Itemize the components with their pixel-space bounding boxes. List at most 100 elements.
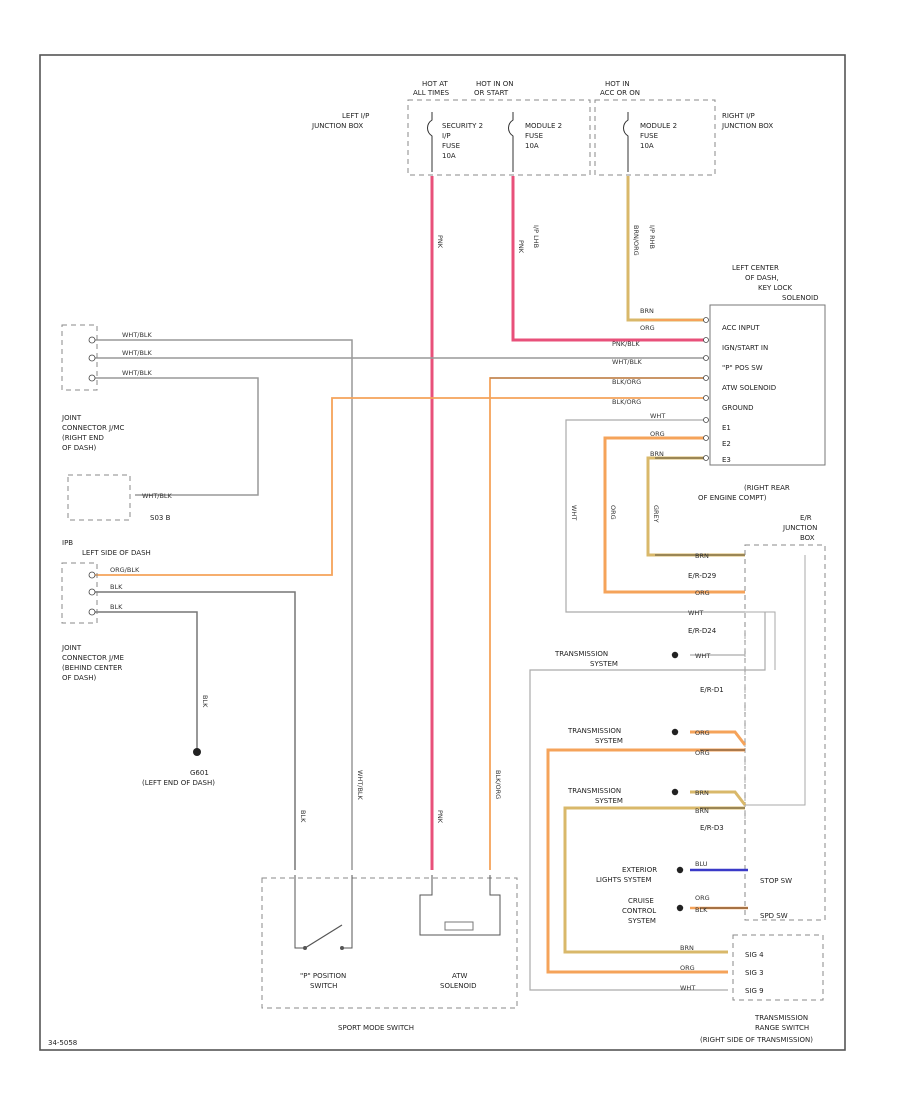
p-switch-label-1: "P" POSITION <box>300 972 346 980</box>
trs-label-2: RANGE SWITCH <box>755 1024 809 1032</box>
hot-on-label: HOT IN ON <box>476 80 514 88</box>
hot-at-label: HOT AT <box>422 80 449 88</box>
er-wire-org: ORG <box>695 589 710 597</box>
kl-wire-brn: BRN <box>640 307 654 315</box>
hot-acc-label-2: ACC OR ON <box>600 89 640 97</box>
vw-blk-org: BLK/ORG <box>494 770 502 799</box>
er-junction-box <box>744 544 826 921</box>
atw-label-1: ATW <box>452 972 468 980</box>
module2-fuse-acc-text-2: FUSE <box>640 132 658 140</box>
key-lock-solenoid-box <box>709 304 826 466</box>
er-wire-brn: BRN <box>695 552 709 560</box>
page-code: 34-5058 <box>48 1039 77 1047</box>
diagram-frame <box>39 54 846 1051</box>
security-fuse-text-1: SECURITY 2 <box>442 122 483 130</box>
module2-fuse-on: MODULE 2 FUSE 10A <box>508 112 562 172</box>
tms2-terminal <box>671 728 679 736</box>
kl-pin-atw: ATW SOLENOID <box>722 384 776 392</box>
kl-pin-e3: E3 <box>722 456 731 464</box>
trs-label-3: (RIGHT SIDE OF TRANSMISSION) <box>700 1036 813 1044</box>
wire-brn-trs-sig4 <box>563 806 745 954</box>
wire-org-trs-sig3 <box>546 748 745 974</box>
cruise-terminal <box>676 904 684 912</box>
jme-location: LEFT SIDE OF DASH <box>82 549 151 557</box>
cruise-wire-blk: BLK <box>695 906 708 914</box>
jmc-wire-2: WHT/BLK <box>122 349 153 357</box>
wire-blk-pswitch <box>90 591 296 870</box>
wire-wht-blk-ppos <box>90 339 353 870</box>
vw-ipr: I/P RHB <box>648 225 656 249</box>
hot-on-label-2: OR START <box>474 89 509 97</box>
security-fuse-text-4: 10A <box>442 152 456 160</box>
security-fuse-text-2: I/P <box>442 132 451 140</box>
tms1-terminal <box>671 651 679 659</box>
trs-pin-sig3: SIG 3 <box>745 969 764 977</box>
hot-at-label-2: ALL TIMES <box>413 89 450 97</box>
kl-pin-ppos: "P" POS SW <box>722 364 763 372</box>
security-fuse-text-3: FUSE <box>442 142 460 150</box>
tms3-label-2: SYSTEM <box>595 797 623 805</box>
vw-grey: GREY <box>652 505 660 523</box>
right-ip-junction-box <box>594 99 716 176</box>
joint-jmc-box <box>61 324 98 391</box>
kl-pin-e1: E1 <box>722 424 731 432</box>
tms3-label-1: TRANSMISSION <box>567 787 621 795</box>
trs-pin-sig9: SIG 9 <box>745 987 764 995</box>
tms2-wire: ORG <box>695 729 710 737</box>
tms1-label-1: TRANSMISSION <box>554 650 608 658</box>
er-d3: E/R-D3 <box>700 824 724 832</box>
s03-wire: WHT/BLK <box>142 492 173 500</box>
jme-label-2: CONNECTOR J/ME <box>62 654 124 662</box>
kl-wire-org: ORG <box>640 324 655 332</box>
key-lock-location-2: OF DASH, <box>745 274 779 282</box>
cruise-label-2: CONTROL <box>622 907 656 915</box>
trs-wire-org: ORG <box>680 964 695 972</box>
left-jb-label-2: JUNCTION BOX <box>311 122 363 130</box>
trs-pin-sig4: SIG 4 <box>745 951 764 959</box>
s03-box <box>67 474 131 521</box>
vw-pnk-bottom: PNK <box>436 810 444 824</box>
left-ip-junction-box <box>407 99 591 176</box>
stop-sw: STOP SW <box>760 877 792 885</box>
tms1-label-2: SYSTEM <box>590 660 618 668</box>
vw-pnk-top: PNK <box>436 235 444 249</box>
tms2-label-2: SYSTEM <box>595 737 623 745</box>
right-jb-label-2: JUNCTION BOX <box>721 122 773 130</box>
p-switch-label-2: SWITCH <box>310 982 337 990</box>
jmc-label-3: (RIGHT END <box>62 434 104 442</box>
jme-wire-3: BLK <box>110 603 123 611</box>
ipb-label: IPB <box>62 539 73 547</box>
kl-wire-blkorg-1: BLK/ORG <box>612 378 641 386</box>
kl-pin-acc: ACC INPUT <box>722 324 760 332</box>
exterior-label-2: LIGHTS SYSTEM <box>596 876 652 884</box>
kl-pin-ground: GROUND <box>722 404 754 412</box>
er-d29: E/R-D29 <box>688 572 716 580</box>
vw-brn-org: BRN/ORG <box>632 225 640 256</box>
wire-gray-right <box>745 555 806 806</box>
exterior-label-1: EXTERIOR <box>622 866 657 874</box>
vw-ipl: I/P LHB <box>532 225 540 248</box>
g601-location: (LEFT END OF DASH) <box>142 779 215 787</box>
kl-wire-org-2: ORG <box>650 430 665 438</box>
jme-label-4: OF DASH) <box>62 674 97 682</box>
vw-pnk-blk: PNK <box>517 240 525 254</box>
module2-fuse-acc-text-1: MODULE 2 <box>640 122 677 130</box>
wire-brn-tms3 <box>690 790 747 806</box>
jme-wire-1: ORG/BLK <box>110 566 140 574</box>
jmc-label-1: JOINT <box>61 414 82 422</box>
wire-wht-e1 <box>565 419 745 613</box>
tms3-terminal <box>671 788 679 796</box>
wire-blk-org-jme <box>90 397 705 576</box>
ground-g601 <box>193 748 201 756</box>
jmc-wire-1: WHT/BLK <box>122 331 153 339</box>
tms3-wire-b: BRN <box>695 807 709 815</box>
sport-mode-switch-box <box>261 877 518 1009</box>
vw-wht: WHT <box>570 505 578 520</box>
joint-jme-box <box>61 562 98 624</box>
tms3-wire: BRN <box>695 789 709 797</box>
vw-org: ORG <box>609 505 617 520</box>
wire-pnk-blk <box>511 176 705 342</box>
hot-acc-label: HOT IN <box>605 80 630 88</box>
exterior-terminal <box>676 866 684 874</box>
